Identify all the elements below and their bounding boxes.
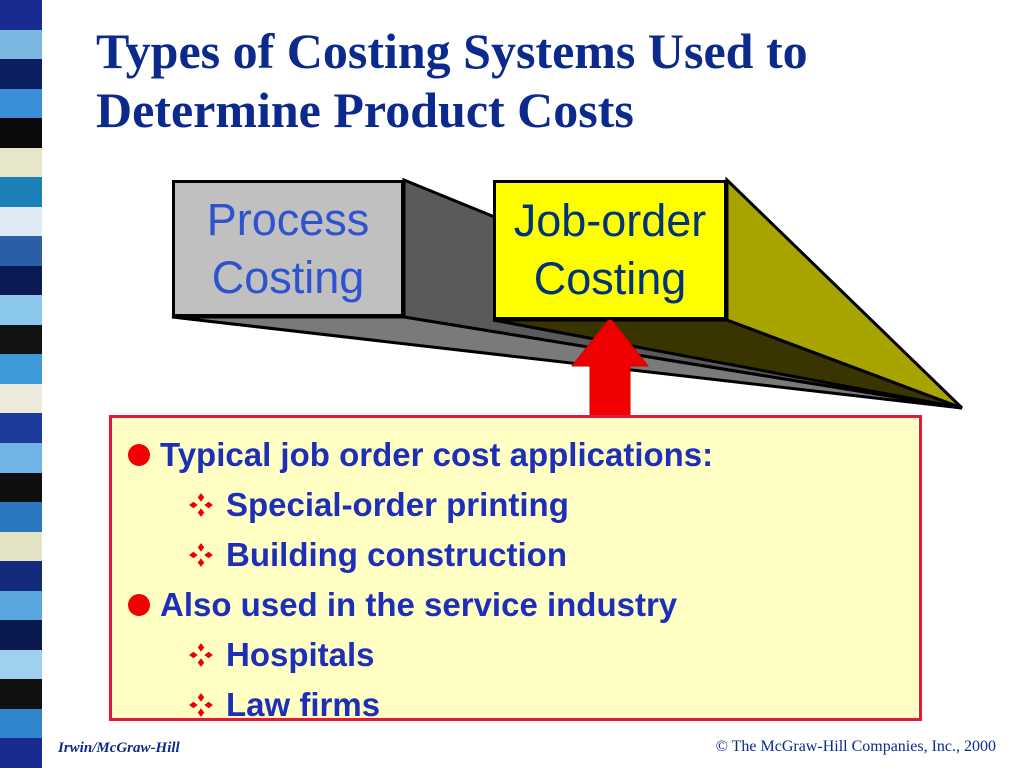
job-box-line-1: Job-order bbox=[513, 195, 707, 246]
strip-segment bbox=[0, 531, 42, 562]
strip-segment bbox=[0, 295, 42, 325]
four-diamond-bullet-icon bbox=[189, 493, 213, 517]
bullet-dot-icon bbox=[128, 594, 150, 616]
list-subitem: Law firms bbox=[126, 680, 919, 730]
strip-segment bbox=[0, 679, 42, 709]
four-diamond-bullet-icon bbox=[189, 543, 213, 567]
title-line-1: Types of Costing Systems Used to bbox=[96, 23, 808, 79]
strip-segment bbox=[0, 265, 42, 296]
bullet-dot-icon bbox=[128, 444, 150, 466]
subitem-label: Special-order printing bbox=[226, 486, 569, 523]
list-item: Typical job order cost applications: bbox=[126, 430, 919, 480]
job-box-side-face bbox=[725, 176, 964, 410]
strip-segment bbox=[0, 472, 42, 503]
four-diamond-bullet-icon bbox=[189, 693, 213, 717]
strip-segment bbox=[0, 118, 42, 148]
process-box-line-1: Process bbox=[206, 193, 370, 245]
strip-segment bbox=[0, 177, 42, 207]
strip-segment bbox=[0, 442, 42, 473]
slide-title: Types of Costing Systems Used to Determi… bbox=[96, 22, 996, 140]
footer-publisher: Irwin/McGraw-Hill bbox=[58, 740, 180, 756]
strip-segment bbox=[0, 383, 42, 414]
decorative-left-strip bbox=[0, 0, 42, 768]
title-line-2: Determine Product Costs bbox=[96, 82, 634, 138]
strip-segment bbox=[0, 561, 42, 591]
strip-segment bbox=[0, 147, 42, 178]
strip-segment bbox=[0, 29, 42, 60]
list-subitem: Building construction bbox=[126, 530, 919, 580]
bullet-label: Also used in the service industry bbox=[160, 586, 678, 623]
job-order-costing-box: Job-order Costing bbox=[493, 180, 727, 320]
list-subitem: Hospitals bbox=[126, 630, 919, 680]
applications-box: Typical job order cost applications: Spe… bbox=[109, 415, 922, 723]
process-box-line-2: Costing bbox=[211, 251, 365, 303]
list-subitem: Special-order printing bbox=[126, 480, 919, 530]
strip-segment bbox=[0, 236, 42, 266]
strip-segment bbox=[0, 354, 42, 384]
subitem-label: Building construction bbox=[226, 536, 567, 573]
strip-segment bbox=[0, 708, 42, 739]
strip-segment bbox=[0, 620, 42, 650]
strip-segment bbox=[0, 0, 42, 30]
subitem-label: Law firms bbox=[226, 686, 381, 723]
process-box-bottom-face bbox=[171, 315, 963, 410]
strip-segment bbox=[0, 324, 42, 355]
applications-list: Typical job order cost applications: Spe… bbox=[126, 430, 919, 730]
subitem-label: Hospitals bbox=[226, 636, 375, 673]
strip-segment bbox=[0, 206, 42, 237]
bullet-label: Typical job order cost applications: bbox=[160, 436, 714, 473]
strip-segment bbox=[0, 59, 42, 89]
strip-segment bbox=[0, 413, 42, 443]
strip-segment bbox=[0, 88, 42, 119]
strip-segment bbox=[0, 738, 42, 768]
job-box-line-2: Costing bbox=[533, 253, 687, 304]
strip-segment bbox=[0, 502, 42, 532]
strip-segment bbox=[0, 590, 42, 621]
four-diamond-bullet-icon bbox=[189, 643, 213, 667]
strip-segment bbox=[0, 649, 42, 680]
footer-copyright: © The McGraw-Hill Companies, Inc., 2000 bbox=[715, 738, 996, 755]
list-item: Also used in the service industry bbox=[126, 580, 919, 630]
process-costing-box: Process Costing bbox=[172, 180, 404, 317]
